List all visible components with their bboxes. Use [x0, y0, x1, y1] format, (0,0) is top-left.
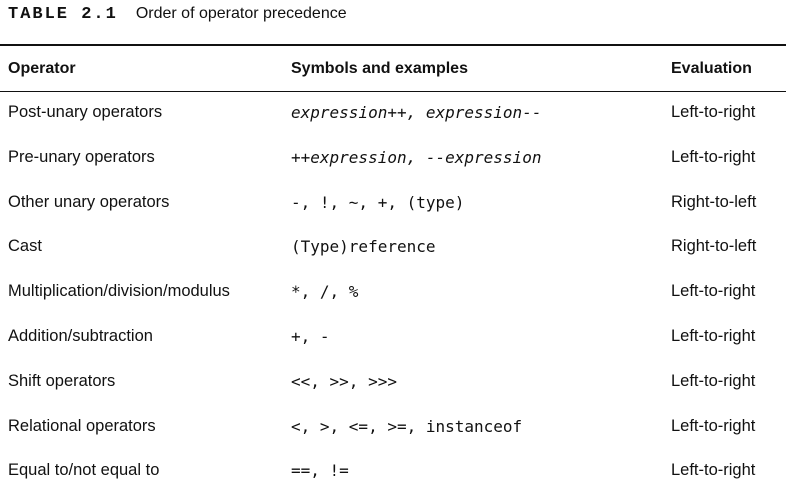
- evaluation-cell: Left-to-right: [671, 147, 756, 166]
- header-operator: Operator: [8, 60, 76, 77]
- operator-cell: Cast: [8, 237, 42, 256]
- evaluation-cell: Left-to-right: [671, 461, 756, 480]
- symbols-cell: expression++, expression--: [291, 103, 542, 122]
- operator-cell: Shift operators: [8, 371, 116, 390]
- evaluation-cell: Right-to-left: [671, 192, 757, 211]
- table-row: Pre-unary operators ++expression, --expre…: [0, 137, 786, 182]
- table-row: Other unary operators -, !, ~, +, (type) R…: [0, 182, 786, 227]
- operator-cell: Other unary operators: [8, 192, 170, 211]
- table-row: Equal to/not equal to ==, != Left-to-right: [0, 450, 786, 495]
- operator-cell: Post-unary operators: [8, 103, 163, 121]
- table-title: Order of operator precedence: [135, 5, 347, 22]
- operator-cell: Relational operators: [8, 416, 156, 435]
- symbols-cell: (Type)reference: [291, 237, 436, 257]
- table-body: Post-unary operators expression++, expres…: [0, 92, 786, 495]
- symbols-cell: ==, !=: [291, 461, 349, 481]
- table-row: Addition/subtraction +, - Left-to-right: [0, 316, 786, 361]
- table-row: Cast (Type)reference Right-to-left: [0, 226, 786, 271]
- table-row: Relational operators <, >, <=, >=, instan…: [0, 406, 786, 451]
- table-row: Post-unary operators expression++, expres…: [0, 92, 786, 137]
- evaluation-cell: Left-to-right: [671, 326, 756, 345]
- symbols-cell: +, -: [291, 326, 330, 346]
- evaluation-cell: Left-to-right: [671, 416, 756, 435]
- table-row: Multiplication/division/modulus *, /, % Le…: [0, 271, 786, 316]
- evaluation-cell: Left-to-right: [671, 371, 756, 390]
- evaluation-cell: Left-to-right: [671, 282, 756, 301]
- table-caption: TABLE 2.1 Order of operator precedence: [8, 5, 347, 27]
- top-rule: [0, 44, 786, 46]
- operator-cell: Pre-unary operators: [8, 147, 155, 166]
- symbols-cell: <, >, <=, >=, instanceof: [291, 416, 523, 436]
- symbols-cell: *, /, %: [291, 282, 359, 302]
- header-rule: [0, 91, 786, 92]
- operator-cell: Equal to/not equal to: [8, 461, 160, 480]
- evaluation-cell: Right-to-left: [671, 237, 757, 256]
- table-header: Operator Symbols and examples Evaluation: [0, 46, 786, 91]
- symbols-cell: <<, >>, >>>: [291, 371, 397, 391]
- evaluation-cell: Left-to-right: [671, 103, 756, 121]
- table-number: TABLE 2.1: [8, 5, 118, 24]
- operator-cell: Addition/subtraction: [8, 326, 153, 345]
- symbols-cell: -, !, ~, +, (type): [291, 192, 465, 212]
- table-row: Shift operators <<, >>, >>> Left-to-right: [0, 361, 786, 406]
- symbols-cell: ++expression, --expression: [291, 147, 542, 167]
- header-evaluation: Evaluation: [671, 60, 752, 77]
- header-symbols: Symbols and examples: [291, 60, 468, 77]
- operator-cell: Multiplication/division/modulus: [8, 282, 230, 301]
